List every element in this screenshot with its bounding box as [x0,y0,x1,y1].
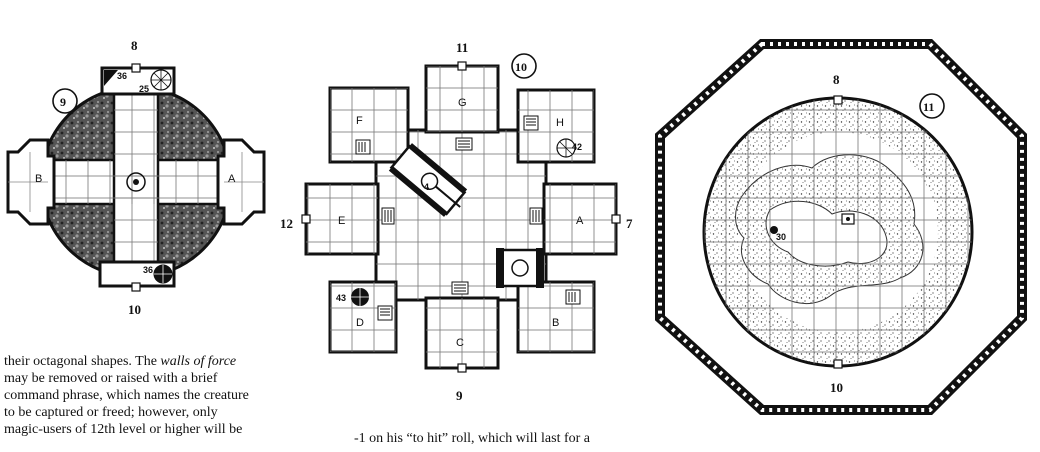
body-text-column-2: -1 on his “to hit” roll, which will last… [354,431,591,446]
room-label-b: B [35,173,42,185]
room-label-f: F [356,115,363,127]
text-line-2: may be removed or raised with a brief [4,371,218,386]
room-label-b: B [552,317,559,329]
room-label-h: H [556,117,564,129]
door-south [833,359,843,369]
text-line-1: their octagonal shapes. The walls of for… [4,354,237,369]
area-number-11: 11 [923,100,934,114]
room-label-c: C [456,337,464,349]
exit-label-bottom: 10 [830,380,843,395]
exit-label-bottom: 10 [128,302,141,317]
area-number-9: 9 [60,95,66,109]
room-label-a: A [576,215,584,227]
door-top-9 [131,63,141,73]
italic-phrase: walls of force [160,354,237,369]
exit-label-right: 7 [626,216,633,231]
text-line-4: to be captured or freed; however, only [4,405,218,420]
spot-25: 25 [139,84,149,94]
tank-machine-lower [496,248,544,288]
area-number-10: 10 [515,60,527,74]
door-north [457,61,467,71]
exit-label-left: 12 [280,216,293,231]
area-number-badge [511,53,537,79]
area-number-badge [919,93,945,119]
tank-machine-upper [388,143,468,217]
exit-label-bottom: 9 [456,388,463,403]
spot-42: 42 [572,142,582,152]
center-well [126,172,146,192]
spot-tank: 4 [424,182,429,192]
exit-label-top: 8 [833,72,840,87]
door-south [457,363,467,373]
spot-43: 43 [336,293,346,303]
text-line-5: magic-users of 12th level or higher will… [4,422,243,437]
room-label-e: E [338,215,345,227]
door-bottom-9 [131,282,141,292]
spot-36-top: 36 [117,71,127,81]
door-north [833,95,843,105]
room-label-d: D [356,317,364,329]
creature-marker [770,226,778,234]
area-number-badge [52,88,78,114]
room-label-a: A [228,173,236,185]
door-west [301,214,311,224]
exit-label-top: 11 [456,40,468,55]
exit-label-top: 8 [131,38,138,53]
spot-36-bottom: 36 [143,265,153,275]
spot-30: 30 [776,232,786,242]
text-line-3: command phrase, which names the creature [4,388,249,403]
body-text-column-1: their octagonal shapes. The walls of for… [4,353,334,438]
door-east [611,214,621,224]
room-label-g: G [458,97,467,109]
